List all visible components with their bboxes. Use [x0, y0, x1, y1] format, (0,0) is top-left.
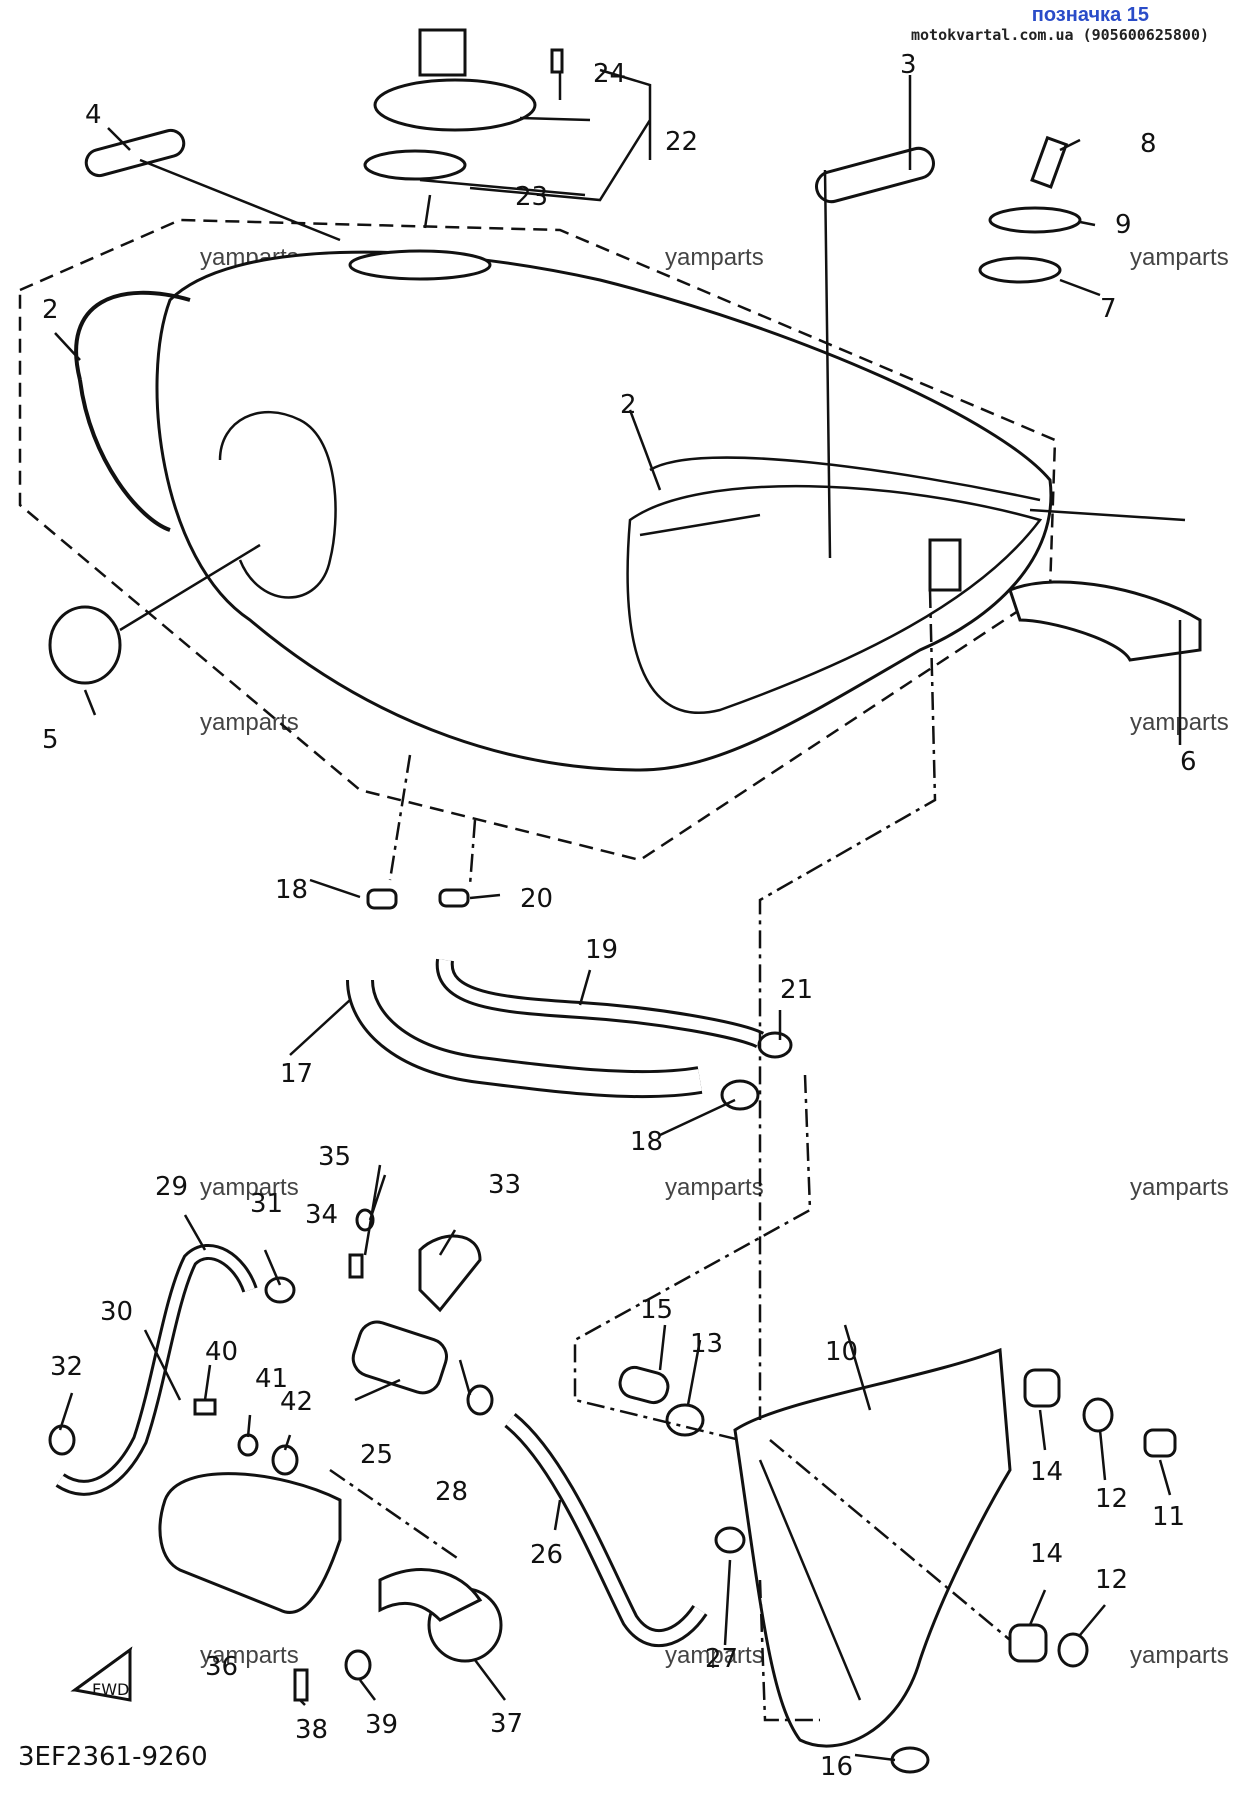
watermark: yamparts [1130, 244, 1229, 271]
trim-strip-left [74, 290, 191, 532]
fuel-tank [155, 249, 1053, 772]
part-label: 35 [318, 1142, 351, 1172]
part-label: 22 [665, 127, 698, 157]
part-label: 3 [900, 50, 917, 80]
fwd-label: FWD [92, 1680, 129, 1699]
mount-bracket-6 [1008, 580, 1202, 662]
part-label: 19 [585, 935, 618, 965]
watermark: yamparts [200, 709, 299, 736]
part-label: 42 [280, 1387, 313, 1417]
cap-gasket [363, 149, 467, 181]
part-label: 41 [255, 1364, 288, 1394]
grommets-washers [1008, 1368, 1177, 1668]
fuel-cap [373, 28, 537, 132]
part-label: 33 [488, 1170, 521, 1200]
part-label: 12 [1095, 1565, 1128, 1595]
source-site-label: motokvartal.com.ua (905600625800) [910, 26, 1209, 44]
part-label: 4 [85, 100, 102, 130]
hoses [55, 958, 765, 1647]
part-label: 27 [705, 1644, 738, 1674]
clamps [48, 888, 793, 1554]
part-label: 39 [365, 1710, 398, 1740]
part-label: 34 [305, 1200, 338, 1230]
watermark: yamparts [665, 244, 764, 271]
part-label: 28 [435, 1477, 468, 1507]
part-label: 30 [100, 1297, 133, 1327]
part-label: 2 [42, 295, 59, 325]
watermark: yamparts [665, 1642, 764, 1669]
fuel-filter-25 [351, 1320, 448, 1395]
watermark: yamparts [200, 1174, 299, 1201]
diagram-reference-title: позначка 15 [1031, 4, 1149, 26]
part-label: 40 [205, 1337, 238, 1367]
part-number-labels: 2 2 3 4 5 6 7 8 9 10 11 12 12 13 14 14 1… [42, 50, 1197, 1782]
part-label: 25 [360, 1440, 393, 1470]
collar-7 [978, 256, 1062, 284]
part-label: 7 [1100, 294, 1117, 324]
watermark: yamparts [1130, 1174, 1229, 1201]
part-label: 31 [250, 1189, 283, 1219]
filter-bracket-33 [418, 1234, 482, 1313]
watermark: yamparts [665, 1174, 764, 1201]
bolt-8 [1030, 135, 1069, 189]
part-label: 23 [515, 182, 548, 212]
small-fasteners [193, 1208, 930, 1774]
cap-screw [550, 48, 564, 74]
part-label: 36 [205, 1652, 238, 1682]
part-label: 18 [630, 1127, 663, 1157]
watermark: yamparts [200, 1642, 299, 1669]
diagram-code: 3EF2361-9260 [18, 1742, 208, 1772]
battery-box-10 [733, 1347, 1012, 1748]
part-label: 13 [690, 1329, 723, 1359]
part-label: 16 [820, 1752, 853, 1782]
part-label: 32 [50, 1352, 83, 1382]
part-label: 2 [620, 390, 637, 420]
part-label: 5 [42, 725, 59, 755]
part-label: 11 [1152, 1502, 1185, 1532]
part-label: 14 [1030, 1539, 1063, 1569]
part-label: 6 [1180, 747, 1197, 777]
part-label: 8 [1140, 129, 1157, 159]
part-label: 24 [593, 59, 626, 89]
emblem-right [815, 146, 935, 204]
part-label: 18 [275, 875, 308, 905]
part-label: 37 [490, 1709, 523, 1739]
part-label: 17 [280, 1059, 313, 1089]
damper-9 [988, 206, 1082, 234]
part-label: 21 [780, 975, 813, 1005]
part-label: 12 [1095, 1484, 1128, 1514]
part-label: 9 [1115, 210, 1132, 240]
part-label: 38 [295, 1715, 328, 1745]
shield-36 [158, 1472, 342, 1614]
part-label: 29 [155, 1172, 188, 1202]
part-label: 26 [530, 1540, 563, 1570]
part-label: 20 [520, 884, 553, 914]
forward-direction-arrow: FWD [70, 1646, 133, 1702]
emblem-left [84, 128, 186, 178]
guide-lines [329, 589, 1011, 1722]
bracket-37 [378, 1568, 483, 1622]
cap-5 [48, 605, 122, 685]
leader-lines [54, 68, 1186, 1762]
part-label: 14 [1030, 1457, 1063, 1487]
watermark: yamparts [1130, 1642, 1229, 1669]
part-label: 10 [825, 1337, 858, 1367]
part-label: 15 [640, 1295, 673, 1325]
